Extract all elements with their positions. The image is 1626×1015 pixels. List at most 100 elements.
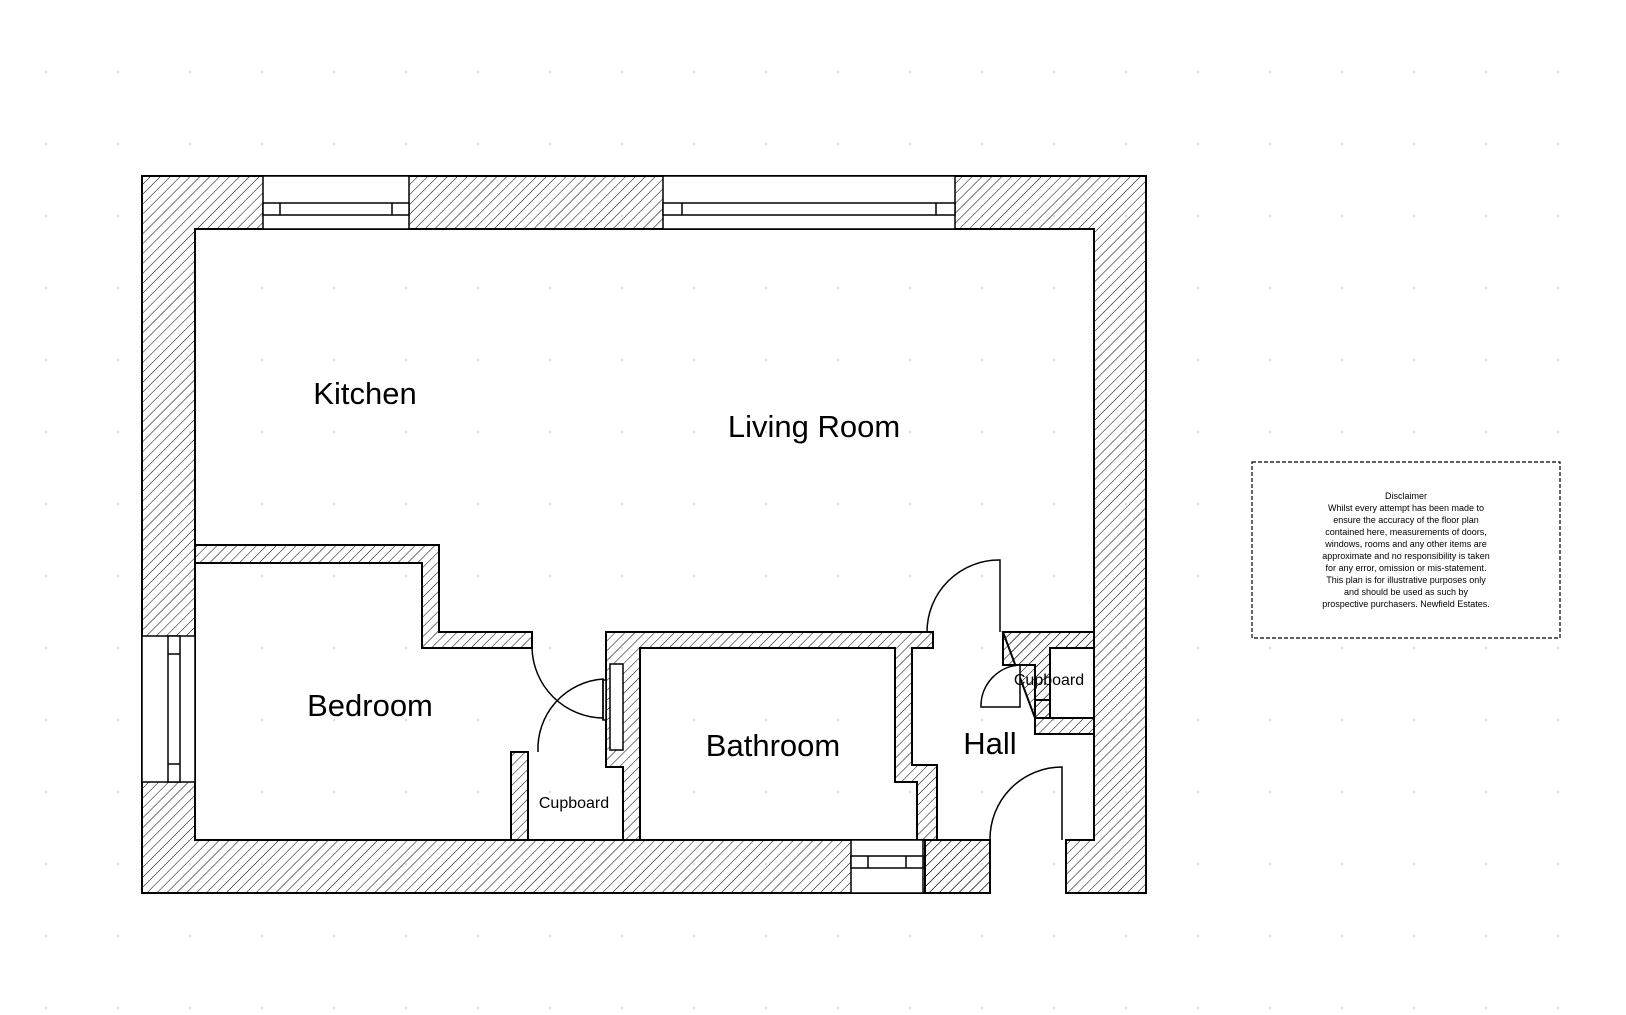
grid-dot — [549, 503, 551, 505]
grid-dot — [693, 575, 695, 577]
grid-dot — [45, 71, 47, 73]
grid-dot — [45, 791, 47, 793]
grid-dot — [405, 71, 407, 73]
grid-dot — [693, 287, 695, 289]
grid-dot — [117, 215, 119, 217]
grid-dot — [405, 719, 407, 721]
grid-dot — [261, 935, 263, 937]
grid-dot — [1341, 431, 1343, 433]
grid-dot — [333, 71, 335, 73]
grid-dot — [765, 719, 767, 721]
wall-kitchen-bedroom — [194, 544, 533, 649]
grid-dot — [1341, 863, 1343, 865]
grid-dot — [1485, 359, 1487, 361]
grid-dot — [117, 647, 119, 649]
disclaimer-line: and should be used as such by — [1344, 587, 1469, 597]
grid-dot — [1053, 359, 1055, 361]
grid-dot — [909, 359, 911, 361]
room-labels: Kitchen Living Room Bedroom Bathroom Hal… — [307, 376, 1084, 812]
outer-walls — [141, 175, 1147, 894]
grid-dot — [981, 719, 983, 721]
disclaimer-line: Disclaimer — [1385, 491, 1427, 501]
grid-dot — [1485, 647, 1487, 649]
grid-dot — [1557, 287, 1559, 289]
grid-dot — [1269, 431, 1271, 433]
disclaimer-line: contained here, measurements of doors, — [1325, 527, 1487, 537]
grid-dot — [45, 575, 47, 577]
grid-dot — [549, 935, 551, 937]
grid-dot — [909, 287, 911, 289]
grid-dot — [981, 575, 983, 577]
grid-dot — [1341, 719, 1343, 721]
grid-dot — [765, 431, 767, 433]
grid-dot — [837, 791, 839, 793]
grid-dot — [1341, 1007, 1343, 1009]
grid-dot — [1341, 71, 1343, 73]
grid-dot — [1413, 863, 1415, 865]
grid-dot — [189, 935, 191, 937]
grid-dot — [693, 719, 695, 721]
grid-dot — [45, 215, 47, 217]
grid-dot — [261, 575, 263, 577]
grid-dot — [1053, 431, 1055, 433]
grid-dot — [405, 503, 407, 505]
door-front-swing — [989, 766, 1063, 841]
grid-dot — [405, 647, 407, 649]
grid-dot — [45, 647, 47, 649]
grid-dot — [765, 935, 767, 937]
grid-dot — [549, 791, 551, 793]
grid-dot — [1413, 431, 1415, 433]
grid-dot — [333, 647, 335, 649]
grid-dot — [1341, 647, 1343, 649]
grid-dot — [981, 143, 983, 145]
grid-dot — [1557, 935, 1559, 937]
grid-dot — [477, 935, 479, 937]
grid-dot — [1269, 863, 1271, 865]
grid-dot — [909, 1007, 911, 1009]
grid-dot — [1269, 143, 1271, 145]
grid-dot — [477, 431, 479, 433]
grid-dot — [1269, 287, 1271, 289]
grid-dot — [1413, 71, 1415, 73]
grid-dot — [261, 143, 263, 145]
grid-dot — [333, 575, 335, 577]
grid-dot — [333, 719, 335, 721]
grid-dot — [1197, 791, 1199, 793]
grid-dot — [261, 503, 263, 505]
grid-dot — [1557, 863, 1559, 865]
grid-dot — [333, 503, 335, 505]
grid-dot — [981, 1007, 983, 1009]
grid-dot — [1053, 575, 1055, 577]
grid-dot — [1197, 287, 1199, 289]
grid-dot — [765, 71, 767, 73]
grid-dot — [981, 791, 983, 793]
room-label-cupboard-bedroom: Cupboard — [539, 795, 609, 812]
grid-dot — [981, 935, 983, 937]
grid-dot — [261, 719, 263, 721]
grid-dot — [549, 287, 551, 289]
grid-dot — [1341, 359, 1343, 361]
grid-dot — [1341, 791, 1343, 793]
grid-dot — [1269, 935, 1271, 937]
grid-dot — [765, 287, 767, 289]
grid-dot — [909, 71, 911, 73]
grid-dot — [405, 143, 407, 145]
grid-dot — [333, 935, 335, 937]
room-label-bathroom: Bathroom — [706, 728, 840, 763]
grid-dot — [693, 431, 695, 433]
grid-dot — [333, 287, 335, 289]
grid-dot — [117, 503, 119, 505]
grid-dot — [765, 359, 767, 361]
grid-dot — [1053, 1007, 1055, 1009]
grid-dot — [1557, 791, 1559, 793]
grid-dot — [405, 287, 407, 289]
grid-dot — [117, 575, 119, 577]
grid-dot — [117, 791, 119, 793]
disclaimer-line: approximate and no responsibility is tak… — [1322, 551, 1490, 561]
grid-dot — [477, 503, 479, 505]
grid-dot — [765, 143, 767, 145]
grid-dot — [1197, 1007, 1199, 1009]
grid-dot — [405, 431, 407, 433]
wall-cupboard-bathroom — [605, 631, 938, 841]
